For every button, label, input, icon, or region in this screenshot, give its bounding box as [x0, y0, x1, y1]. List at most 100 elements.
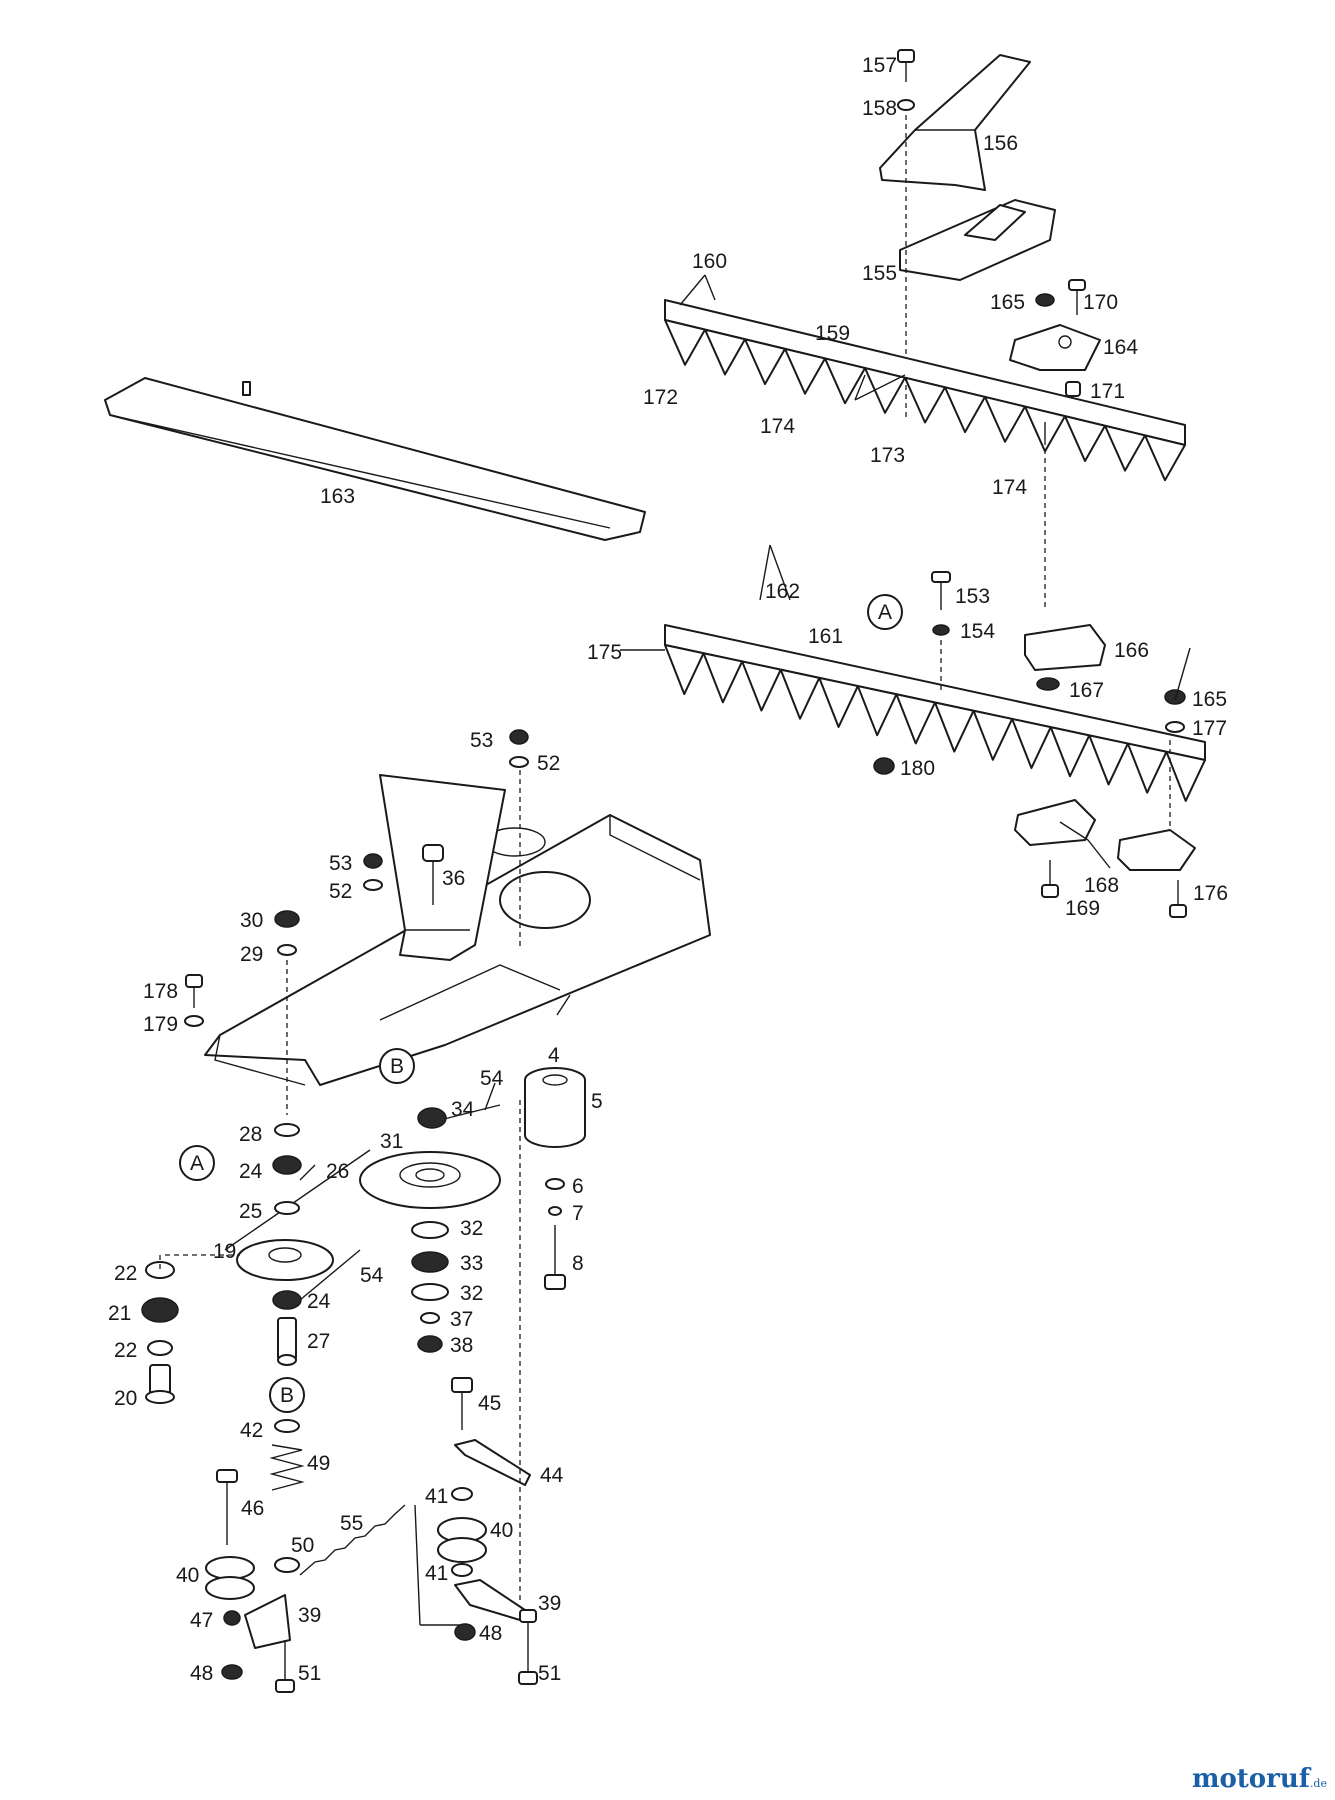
label-157: 157: [862, 54, 897, 77]
label-155: 155: [862, 262, 897, 285]
nut-30: [274, 910, 300, 928]
nut-154: [932, 624, 950, 636]
label-24-bottom: 24: [307, 1290, 331, 1313]
label-158: 158: [862, 97, 897, 120]
washer-52-top: [509, 756, 529, 768]
label-46: 46: [241, 1497, 264, 1520]
label-165-lower: 165: [1192, 688, 1227, 711]
idler-pulley-40-right: [437, 1517, 487, 1563]
label-170: 170: [1083, 291, 1118, 314]
label-32-top: 32: [460, 1217, 483, 1240]
label-175: 175: [587, 641, 622, 664]
label-25: 25: [239, 1200, 262, 1223]
label-33: 33: [460, 1252, 483, 1275]
callout-a-lower: A: [179, 1145, 215, 1181]
nut-48-right: [454, 1623, 476, 1641]
bolt-51-right: [518, 1609, 538, 1685]
label-49: 49: [307, 1452, 330, 1475]
label-169: 169: [1065, 897, 1100, 920]
label-162: 162: [765, 580, 800, 603]
svg-text:A: A: [190, 1152, 204, 1175]
washer-28: [274, 1123, 300, 1137]
bolt-178: [185, 974, 203, 1008]
label-164: 164: [1103, 336, 1138, 359]
label-41-top: 41: [425, 1485, 448, 1508]
washer-167: [1036, 677, 1060, 691]
label-163: 163: [320, 485, 355, 508]
bush-47: [223, 1610, 241, 1626]
tension-spring-55: [299, 1504, 406, 1576]
holder-168: [1014, 799, 1196, 871]
washer-52-mid: [363, 879, 383, 891]
bolt-176: [1169, 880, 1187, 918]
label-36: 36: [442, 867, 465, 890]
label-50: 50: [291, 1534, 314, 1557]
label-172: 172: [643, 386, 678, 409]
label-159: 159: [815, 322, 850, 345]
label-160: 160: [692, 250, 727, 273]
clamp-166: [1024, 624, 1106, 671]
label-54-top: 54: [480, 1067, 504, 1090]
washer-42: [274, 1419, 300, 1433]
washer-158: [897, 99, 915, 111]
label-34: 34: [451, 1098, 475, 1121]
washer-22-top: [145, 1261, 175, 1279]
spring-link: [414, 1504, 460, 1626]
bolt-45: [451, 1377, 473, 1430]
brand-name: motoruf: [1191, 1764, 1310, 1794]
label-21: 21: [108, 1302, 131, 1325]
label-42: 42: [240, 1419, 263, 1442]
label-39-left: 39: [298, 1604, 321, 1627]
bolt-153: [931, 571, 951, 610]
nut-53-top: [509, 729, 529, 745]
label-47: 47: [190, 1609, 213, 1632]
idler-pulley-40-left: [205, 1556, 255, 1600]
knife-bar-159: [664, 299, 1186, 482]
label-52-top: 52: [537, 752, 560, 775]
axis-22: [159, 1254, 240, 1270]
bolt-51-left: [275, 1640, 295, 1693]
label-32-bottom: 32: [460, 1282, 483, 1305]
arm-39-left: [244, 1594, 291, 1649]
label-27: 27: [307, 1330, 330, 1353]
label-19: 19: [213, 1240, 236, 1263]
callout-b-frame: B: [379, 1048, 415, 1084]
label-156: 156: [983, 132, 1018, 155]
label-40-right: 40: [490, 1519, 513, 1542]
brand-watermark: motoruf.de: [1192, 1764, 1327, 1794]
ring-32-bottom: [411, 1283, 449, 1301]
label-177: 177: [1192, 717, 1227, 740]
label-20: 20: [114, 1387, 137, 1410]
coupling-5: [524, 1067, 586, 1148]
spring-27: [277, 1317, 297, 1366]
label-45: 45: [478, 1392, 501, 1415]
label-37: 37: [450, 1308, 473, 1331]
label-168: 168: [1084, 874, 1119, 897]
label-55: 55: [340, 1512, 363, 1535]
washer-41-bottom: [451, 1563, 473, 1577]
pulley-31: [359, 1151, 501, 1209]
arm-39-right: [454, 1579, 526, 1621]
label-166: 166: [1114, 639, 1149, 662]
washer-41-top: [451, 1487, 473, 1501]
label-22-top: 22: [114, 1262, 137, 1285]
callout-a-upper: A: [867, 594, 903, 630]
label-54-bottom: 54: [360, 1264, 384, 1287]
support-arm-36: [379, 774, 506, 961]
nut-53-mid: [363, 853, 383, 869]
label-38: 38: [450, 1334, 473, 1357]
pulley-19: [236, 1239, 334, 1281]
label-7: 7: [572, 1202, 584, 1225]
label-8: 8: [572, 1252, 584, 1275]
shaft-20: [145, 1364, 175, 1404]
knife-holder-156: [879, 54, 1031, 191]
label-53-top: 53: [470, 729, 493, 752]
label-154: 154: [960, 620, 995, 643]
label-30: 30: [240, 909, 263, 932]
knife-head-164: [1009, 324, 1101, 371]
label-178: 178: [143, 980, 178, 1003]
label-44: 44: [540, 1464, 564, 1487]
nut-180: [873, 757, 895, 775]
svg-text:B: B: [280, 1384, 294, 1407]
label-171: 171: [1090, 380, 1125, 403]
